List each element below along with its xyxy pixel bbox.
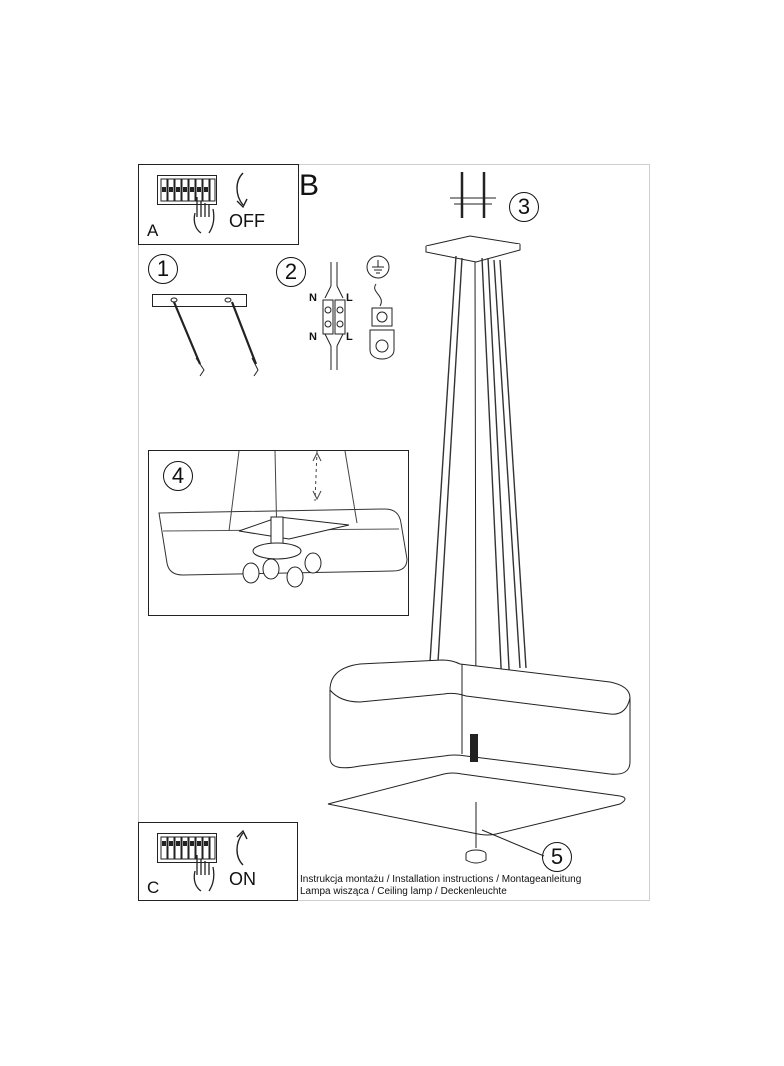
wire-label-live-top: L (346, 292, 353, 304)
wire-label-neutral-bottom: N (309, 331, 317, 343)
section-letter-a: A (147, 221, 159, 240)
ground-symbol-icon (366, 255, 390, 279)
screw-icon (369, 283, 395, 360)
section-letter-b: B (299, 169, 320, 202)
caption-instructions: Instrukcja montażu / Installation instru… (300, 874, 582, 885)
terminal-block-icon (322, 262, 346, 370)
mounting-plate-drawing (152, 294, 259, 377)
caption-lamp-type: Lampa wisząca / Ceiling lamp / Deckenleu… (300, 886, 507, 897)
switch-on-label: ON (229, 869, 256, 889)
panel-switch-off: A OFF (138, 164, 299, 245)
wire-label-neutral-top: N (309, 292, 317, 304)
step-number-5: 5 (542, 842, 572, 872)
step-number-2: 2 (276, 257, 306, 287)
curved-arrow-icon (236, 829, 248, 866)
step-number-1: 1 (148, 254, 178, 284)
hand-icon (193, 197, 215, 234)
switch-off-label: OFF (229, 211, 265, 231)
curved-arrow-icon (236, 172, 248, 209)
panel-shade-assembly: 4 (148, 450, 409, 616)
section-letter-c: C (147, 878, 160, 897)
step-number-4: 4 (163, 461, 193, 491)
circuit-breaker-icon (157, 833, 217, 863)
step-number-3: 3 (509, 192, 539, 222)
hand-icon (193, 855, 215, 892)
shade-assembly-drawing (158, 450, 408, 588)
panel-switch-on: C ON (138, 822, 298, 901)
circuit-breaker-icon (157, 175, 217, 205)
pendant-lamp-drawing (327, 172, 631, 864)
instruction-sheet (138, 164, 650, 901)
wire-label-live-bottom: L (346, 331, 353, 343)
